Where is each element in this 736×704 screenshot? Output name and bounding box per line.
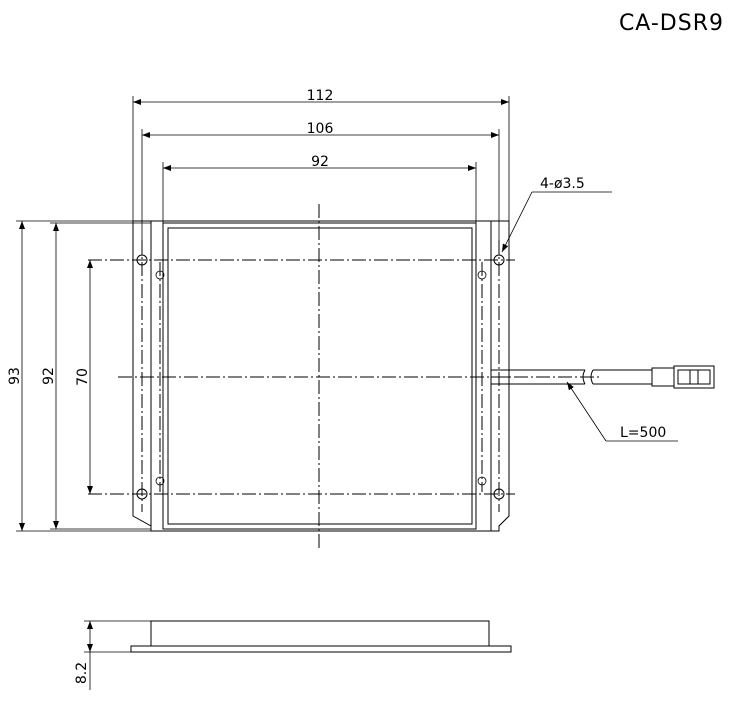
dim-thickness: 8.2: [74, 662, 90, 684]
dimensions: 112 106 92 93 92 70 4-ø3.5 L=500: [7, 88, 678, 532]
top-view: [88, 204, 715, 551]
dim-total-height: 93: [7, 367, 23, 385]
dim-plate-height: 92: [41, 367, 57, 385]
connector-icon: [651, 365, 715, 389]
side-view: 8.2: [74, 620, 512, 690]
dim-emitting-width: 92: [311, 154, 329, 170]
callout-mounting-holes: 4-ø3.5: [540, 176, 585, 192]
side-profile: [130, 620, 512, 653]
dim-hole-pitch: 106: [307, 121, 334, 137]
dim-total-width: 112: [307, 88, 334, 104]
leader-holes: [501, 191, 533, 253]
mounting-plate-outline: [132, 220, 510, 532]
body-outline: [150, 220, 492, 532]
callout-cable-length: L=500: [620, 425, 666, 441]
dim-hole-vertical-pitch: 70: [75, 368, 91, 386]
model-title: CA-DSR9: [619, 11, 724, 36]
leader-cable: [566, 381, 607, 442]
emitting-area-inner: [167, 227, 473, 525]
